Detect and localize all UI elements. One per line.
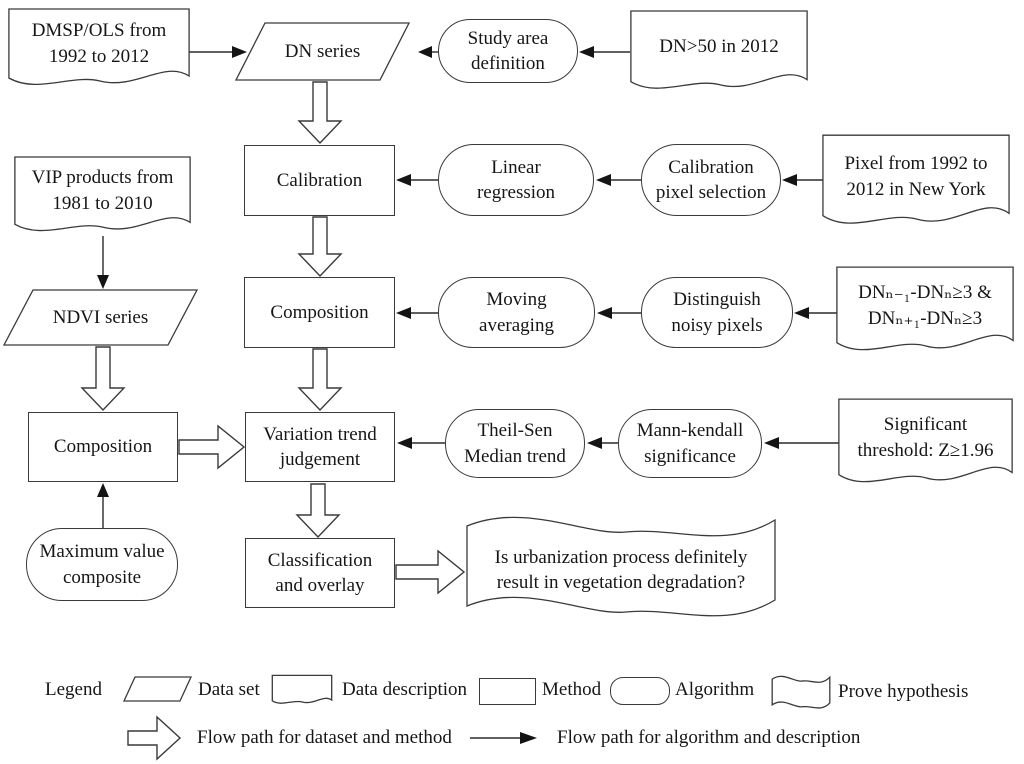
arrow-dmsp-to-dnseries bbox=[188, 46, 247, 58]
node-theil-sen-label: Theil-Sen Median trend bbox=[464, 420, 566, 467]
arrow-moving-to-composition bbox=[396, 307, 439, 319]
document-shape bbox=[838, 398, 1013, 490]
legend-item-method: Method bbox=[542, 679, 602, 700]
node-max-value-composite-label: Maximum value composite bbox=[39, 541, 165, 588]
legend-flow-dataset-method: Flow path for dataset and method bbox=[197, 727, 452, 748]
node-calibration-pixel: Calibration pixel selection bbox=[641, 144, 781, 216]
arrow-calibpixel-to-linear bbox=[596, 174, 642, 186]
node-composition-mid-label: Composition bbox=[270, 301, 369, 323]
legend-rectangle-icon bbox=[479, 678, 536, 705]
legend-document-icon bbox=[272, 675, 332, 706]
node-vip-label: VIP products from 1981 to 2010 bbox=[31, 167, 174, 214]
node-dmsp-label: DMSP/OLS from 1992 to 2012 bbox=[31, 20, 167, 67]
arrow-studyarea-to-dnseries bbox=[418, 46, 440, 58]
flag-shape bbox=[466, 510, 776, 622]
node-theil-sen: Theil-Sen Median trend bbox=[445, 409, 585, 478]
document-shape bbox=[836, 266, 1014, 358]
hollow-arrow-ndvi-to-composition bbox=[81, 346, 125, 411]
node-significant-threshold: Significant threshold: Z≥1.96 bbox=[838, 398, 1013, 490]
legend-parallelogram-icon bbox=[123, 676, 192, 702]
legend-flag-icon bbox=[772, 674, 830, 710]
arrow-maxcomposite-to-composition bbox=[97, 483, 109, 530]
node-dn-series-label: DN series bbox=[284, 40, 361, 62]
node-classification: Classification and overlay bbox=[245, 538, 395, 608]
legend-item-data-description: Data description bbox=[342, 679, 468, 700]
node-moving-averaging-label: Moving averaging bbox=[479, 289, 554, 336]
legend-title: Legend bbox=[45, 679, 102, 700]
arrow-theilsen-to-variation bbox=[397, 437, 446, 449]
node-dmsp: DMSP/OLS from 1992 to 2012 bbox=[8, 8, 190, 92]
node-dn-diff-label: DNₙ₋₁-DNₙ≥3 & DNₙ₊₁-DNₙ≥3 bbox=[858, 282, 992, 329]
node-dn50-label: DN>50 in 2012 bbox=[659, 35, 779, 57]
node-moving-averaging: Moving averaging bbox=[438, 277, 595, 348]
node-hypothesis-label: Is urbanization process definitely resul… bbox=[494, 546, 748, 593]
node-mann-kendall-label: Mann-kendall significance bbox=[636, 420, 744, 467]
node-significant-threshold-label: Significant threshold: Z≥1.96 bbox=[857, 414, 994, 461]
node-variation-trend: Variation trend judgement bbox=[245, 412, 395, 482]
node-ndvi-series-label: NDVI series bbox=[52, 306, 149, 328]
arrow-threshold-to-mannkendall bbox=[764, 437, 839, 449]
legend-item-prove-hypothesis: Prove hypothesis bbox=[838, 681, 969, 702]
node-dn50: DN>50 in 2012 bbox=[630, 10, 808, 96]
arrow-pixelny-to-calibpixel bbox=[782, 174, 823, 186]
node-composition-left-label: Composition bbox=[53, 436, 153, 458]
arrow-mannkendall-to-theilsen bbox=[587, 437, 619, 449]
arrow-distinguish-to-moving bbox=[597, 307, 642, 319]
parallelogram-shape bbox=[3, 289, 198, 346]
node-linear-regression-label: Linear regression bbox=[476, 156, 556, 203]
node-study-area-label: Study area definition bbox=[467, 27, 549, 74]
document-shape bbox=[630, 10, 808, 96]
node-study-area: Study area definition bbox=[438, 19, 578, 83]
legend-hollow-arrow-icon bbox=[127, 716, 181, 760]
node-distinguish-noisy-label: Distinguish noisy pixels bbox=[671, 289, 763, 336]
node-distinguish-noisy: Distinguish noisy pixels bbox=[641, 277, 793, 348]
node-vip: VIP products from 1981 to 2010 bbox=[14, 156, 191, 238]
node-pixel-ny: Pixel from 1992 to 2012 in New York bbox=[822, 134, 1010, 232]
node-ndvi-series: NDVI series bbox=[3, 289, 198, 346]
node-classification-label: Classification and overlay bbox=[267, 549, 373, 596]
legend-flow-algorithm-description: Flow path for algorithm and description bbox=[557, 727, 861, 748]
node-hypothesis: Is urbanization process definitely resul… bbox=[466, 510, 776, 622]
document-shape bbox=[14, 156, 191, 238]
legend-stadium-icon bbox=[610, 677, 670, 705]
document-shape bbox=[8, 8, 190, 92]
hollow-arrow-dnseries-to-calibration bbox=[298, 81, 342, 144]
node-mann-kendall: Mann-kendall significance bbox=[618, 409, 762, 478]
hollow-arrow-classification-to-hypothesis bbox=[395, 550, 465, 594]
legend-item-algorithm: Algorithm bbox=[675, 679, 755, 700]
hollow-arrow-compositionleft-to-variation bbox=[178, 425, 245, 469]
hollow-arrow-variation-to-classification bbox=[296, 483, 340, 538]
node-dn-diff: DNₙ₋₁-DNₙ≥3 & DNₙ₊₁-DNₙ≥3 bbox=[836, 266, 1014, 358]
node-calibration-label: Calibration bbox=[276, 169, 363, 191]
node-linear-regression: Linear regression bbox=[438, 144, 594, 216]
parallelogram-shape bbox=[235, 22, 410, 81]
hollow-arrow-composition-to-variation bbox=[298, 348, 342, 411]
node-pixel-ny-label: Pixel from 1992 to 2012 in New York bbox=[844, 153, 988, 200]
arrow-dndiff-to-distinguish bbox=[794, 307, 837, 319]
hollow-arrow-calibration-to-composition bbox=[298, 216, 342, 277]
document-shape bbox=[822, 134, 1010, 232]
node-calibration: Calibration bbox=[244, 145, 395, 216]
node-max-value-composite: Maximum value composite bbox=[26, 528, 178, 601]
legend-item-data-set: Data set bbox=[198, 679, 260, 700]
node-variation-trend-label: Variation trend judgement bbox=[263, 423, 377, 470]
arrow-dn50-to-studyarea bbox=[579, 46, 630, 58]
arrow-vip-to-ndvi bbox=[97, 236, 109, 289]
node-composition-left: Composition bbox=[28, 412, 178, 482]
node-composition-mid: Composition bbox=[244, 277, 395, 348]
arrow-linear-to-calibration bbox=[396, 174, 439, 186]
node-dn-series: DN series bbox=[235, 22, 410, 81]
legend-solid-arrow-icon bbox=[470, 732, 537, 744]
node-calibration-pixel-label: Calibration pixel selection bbox=[655, 156, 767, 203]
